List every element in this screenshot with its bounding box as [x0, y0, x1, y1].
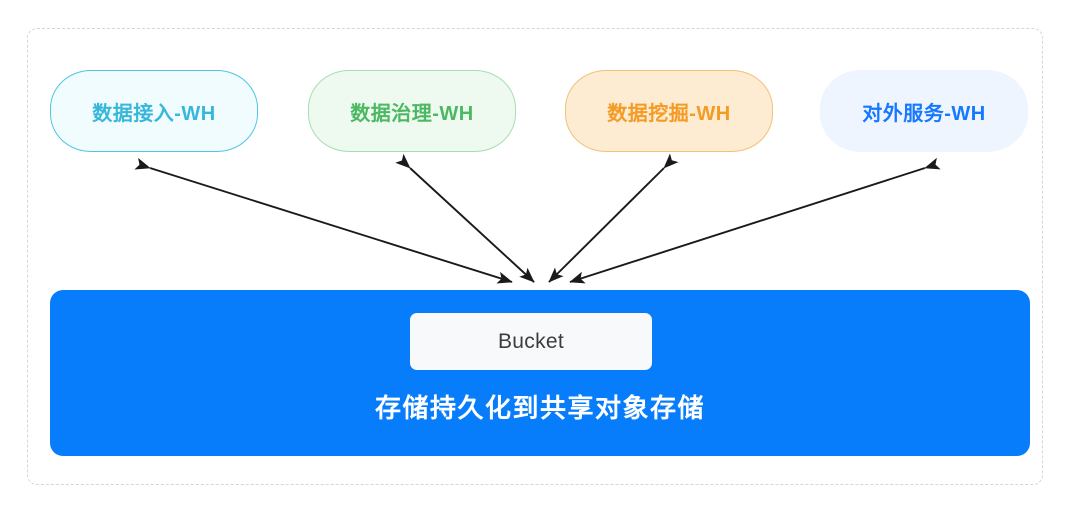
warehouse-node-data-governance[interactable]: 数据治理-WH — [308, 70, 516, 152]
bucket-label: Bucket — [498, 329, 564, 353]
warehouse-node-data-mining[interactable]: 数据挖掘-WH — [565, 70, 773, 152]
storage-caption: 存储持久化到共享对象存储 — [374, 393, 705, 423]
warehouse-label: 对外服务-WH — [862, 102, 986, 125]
warehouse-label: 数据接入-WH — [92, 102, 216, 125]
warehouse-label: 数据治理-WH — [350, 102, 474, 125]
warehouse-label: 数据挖掘-WH — [607, 102, 731, 125]
diagram-outer-frame — [27, 28, 1043, 485]
warehouse-node-external-service[interactable]: 对外服务-WH — [820, 70, 1028, 152]
warehouse-node-data-ingest[interactable]: 数据接入-WH — [50, 70, 258, 152]
shared-object-storage-block[interactable]: Bucket 存储持久化到共享对象存储 — [50, 290, 1030, 456]
bucket-node[interactable]: Bucket — [410, 313, 652, 370]
